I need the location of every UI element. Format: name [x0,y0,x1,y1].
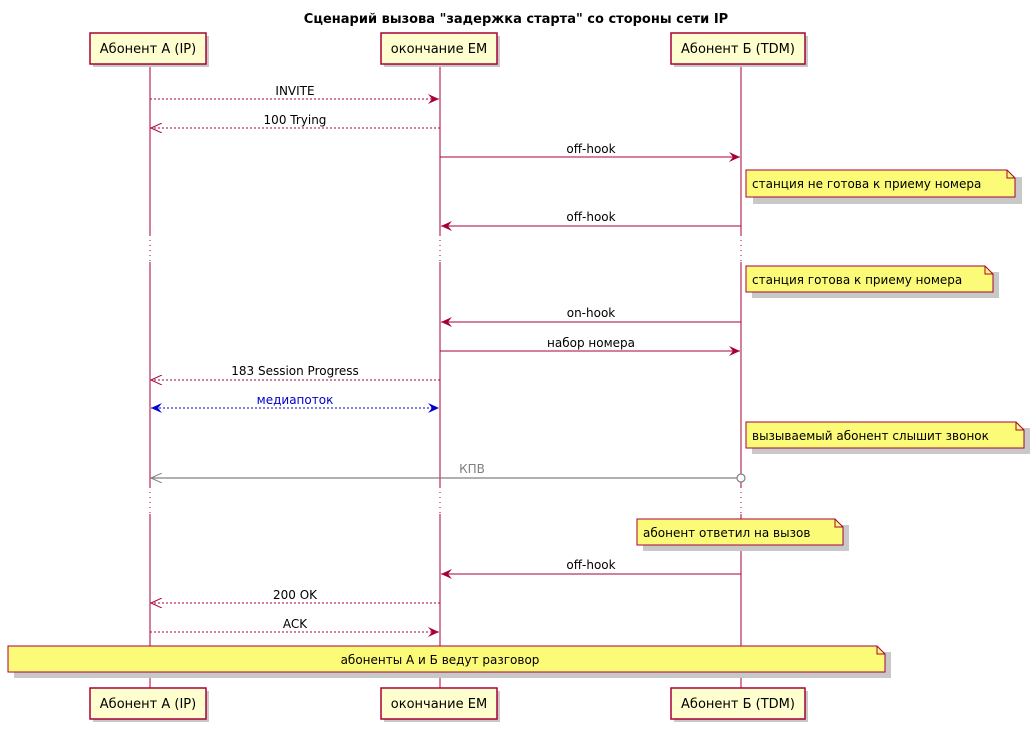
participant-a-bottom: Абонент А (IP) [89,687,209,722]
participant-em-label: окончание ЕМ [391,697,487,712]
message-100-trying-label: 100 Trying [264,113,327,127]
message-183-label: 183 Session Progress [231,364,359,378]
lifelines [149,66,742,688]
message-kpv-label: КПВ [459,462,485,476]
participant-em-top: окончание ЕМ [380,32,500,67]
note-ready-text: станция готова к приему номера [752,273,962,287]
participant-b-top: Абонент Б (TDM) [670,32,808,67]
note-answered: абонент ответил на вызов [636,518,849,551]
participant-b-bottom: Абонент Б (TDM) [670,687,808,722]
note-not-ready: станция не готова к приему номера [745,169,1022,204]
message-200-ok-label: 200 OK [273,588,318,602]
participant-b-label: Абонент Б (TDM) [681,42,795,57]
note-answered-text: абонент ответил на вызов [643,526,810,540]
message-off-hook-label: off-hook [566,142,615,156]
message-answer-off-hook-label: off-hook [566,558,615,572]
message-ack-label: ACK [283,617,308,631]
participant-b-label: Абонент Б (TDM) [681,697,795,712]
diagram-title: Сценарий вызова "задержка старта" со сто… [304,12,728,27]
participant-em-label: окончание ЕМ [391,42,487,57]
message-dial-label: набор номера [547,336,635,350]
participant-em-bottom: окончание ЕМ [380,687,500,722]
participant-a-label: Абонент А (IP) [100,42,196,57]
note-ringing-text: вызываемый абонент слышит звонок [752,429,989,443]
messages: INVITE 100 Trying off-hook off-hook on-h… [150,84,746,637]
message-off-hook-reply-label: off-hook [566,210,615,224]
participant-a-top: Абонент А (IP) [89,32,209,67]
message-media-label: медиапоток [257,393,334,407]
note-conversation-text: абоненты А и Б ведут разговор [341,653,540,667]
participant-a-label: Абонент А (IP) [100,697,196,712]
note-conversation: абоненты А и Б ведут разговор [7,645,891,678]
note-ringing: вызываемый абонент слышит звонок [745,421,1030,454]
note-not-ready-text: станция не готова к приему номера [752,177,981,191]
message-invite-label: INVITE [275,84,314,98]
note-ready: станция готова к приему номера [745,265,999,298]
message-on-hook-label: on-hook [567,306,616,320]
message-kpv-circle [736,473,746,483]
